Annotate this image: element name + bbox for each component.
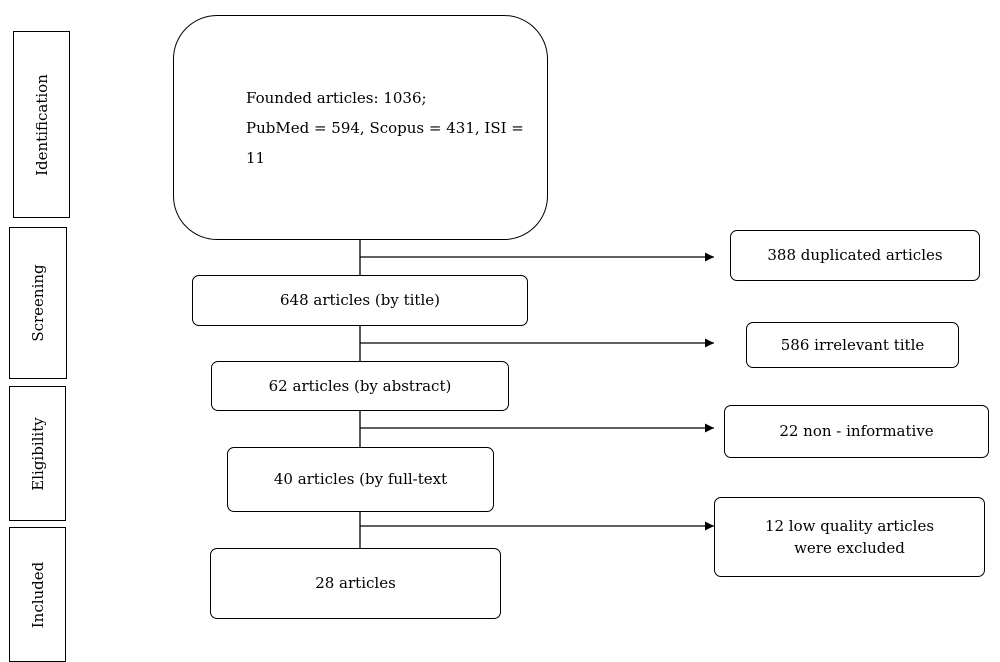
flow-box-included: 28 articles	[210, 548, 501, 619]
flow-box-abstract: 62 articles (by abstract)	[211, 361, 509, 411]
exclusion-label-irrelevant: 586 irrelevant title	[780, 335, 925, 354]
exclusion-box-duplicates: 388 duplicated articles	[730, 230, 980, 281]
flow-box-fulltext: 40 articles (by full-text	[227, 447, 494, 512]
flow-box-title: 648 articles (by title)	[192, 275, 528, 326]
exclusion-label-duplicates: 388 duplicated articles	[767, 246, 943, 265]
flow-label-title: 648 articles (by title)	[280, 291, 440, 310]
exclusion-label-noninformative: 22 non - informative	[779, 422, 934, 441]
stage-eligibility: Eligibility	[9, 386, 66, 521]
flow-label-abstract: 62 articles (by abstract)	[268, 376, 452, 395]
exclusion-box-lowquality: 12 low quality articles were excluded	[714, 497, 985, 577]
stage-included: Included	[9, 527, 66, 662]
identification-sources: PubMed = 594, Scopus = 431, ISI = 11	[246, 118, 524, 167]
exclusion-label-lowquality-2: were excluded	[794, 539, 905, 557]
stage-identification: Identification	[13, 31, 70, 218]
identification-box: Founded articles: 1036; PubMed = 594, Sc…	[173, 15, 548, 240]
exclusion-box-noninformative: 22 non - informative	[724, 405, 989, 458]
exclusion-box-irrelevant: 586 irrelevant title	[746, 322, 959, 368]
identification-total: Founded articles: 1036;	[246, 88, 427, 107]
flow-label-fulltext: 40 articles (by full-text	[273, 470, 448, 489]
exclusion-label-lowquality-1: 12 low quality articles	[764, 516, 935, 535]
stage-screening: Screening	[9, 227, 67, 379]
flow-label-included: 28 articles	[315, 574, 396, 593]
